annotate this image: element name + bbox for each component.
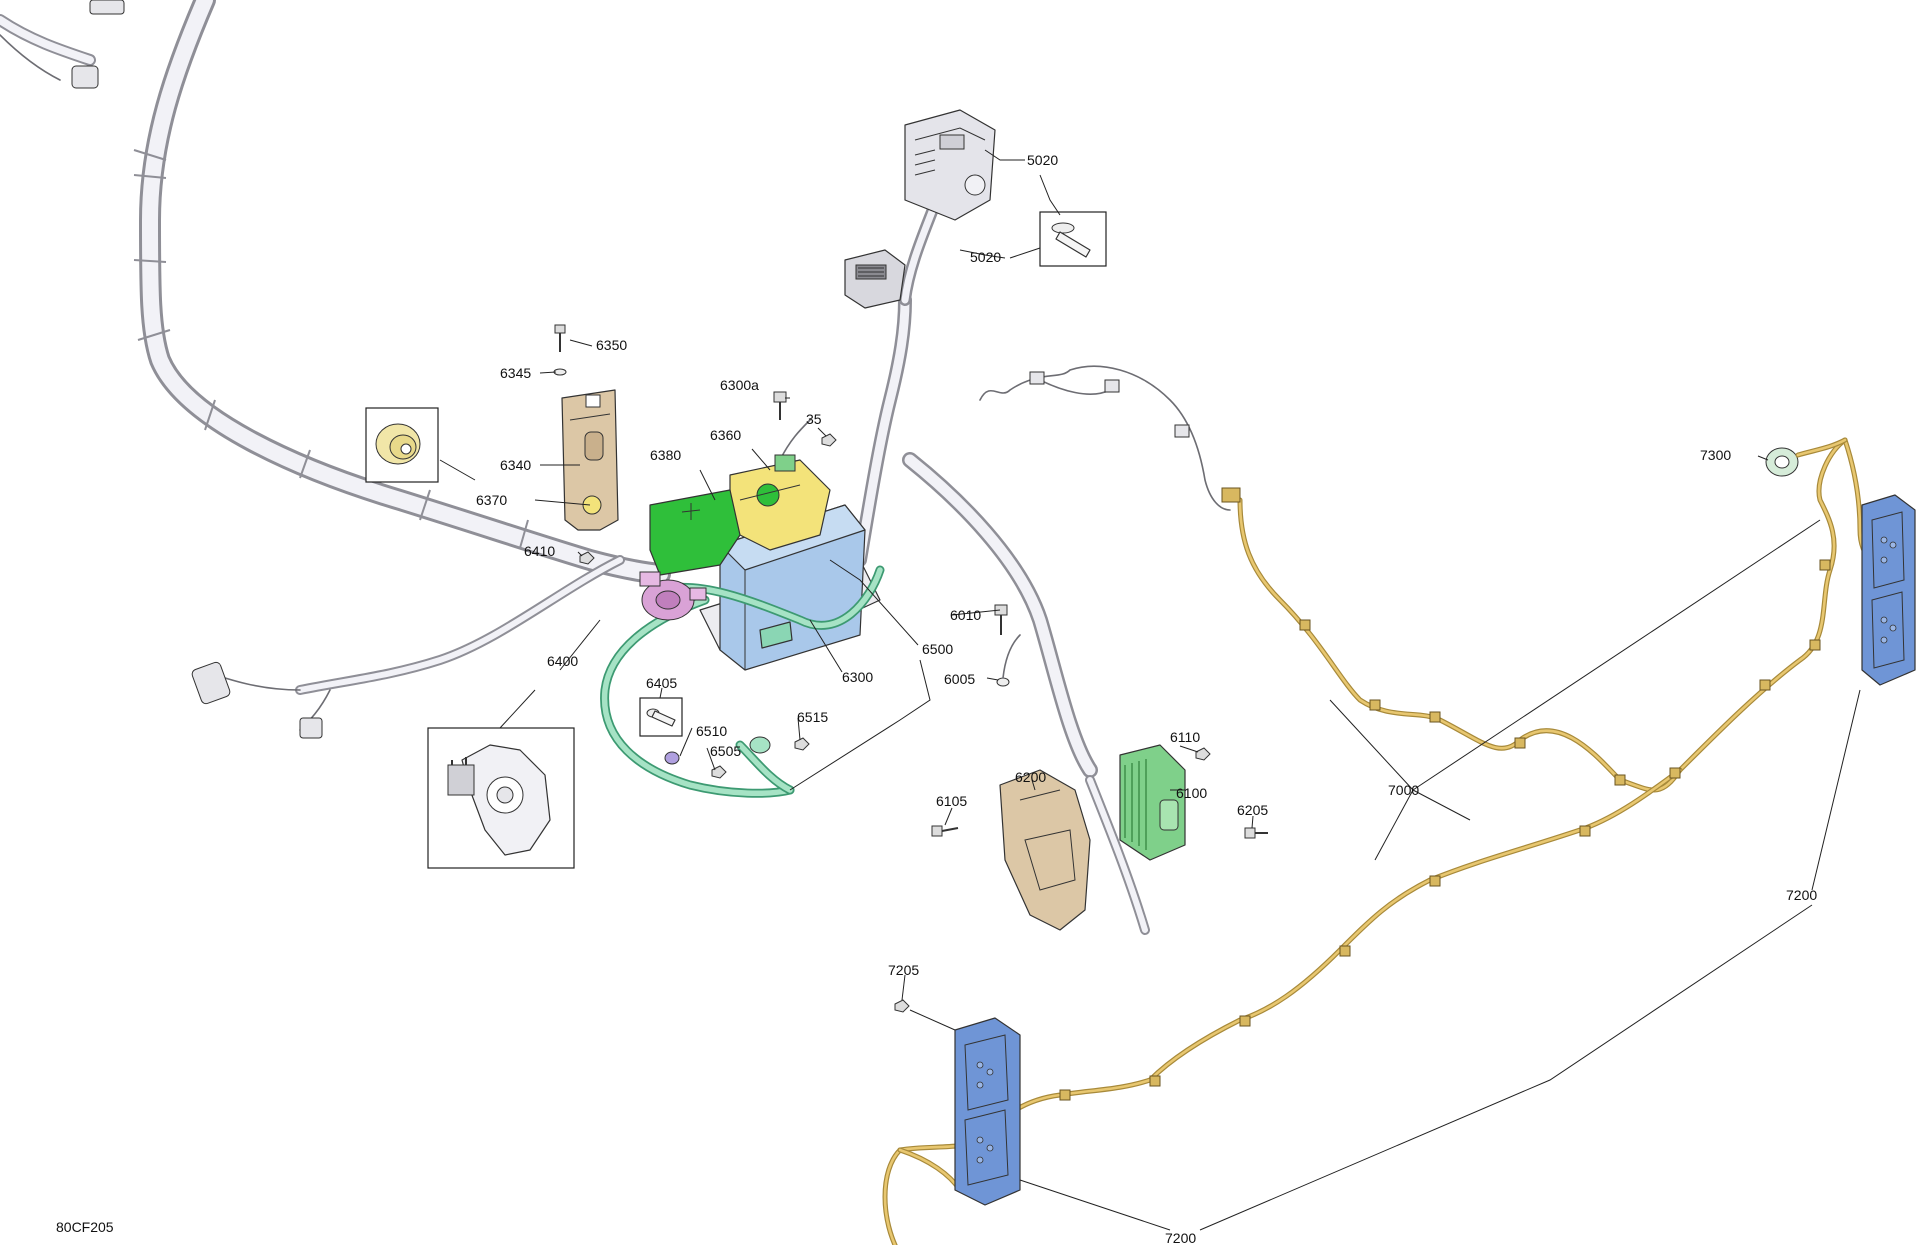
- ground-bolt-6010: [994, 604, 1008, 635]
- starter-solenoid: [639, 571, 707, 621]
- callout-6380: 6380: [650, 447, 681, 463]
- solenoid-detail-box: [427, 727, 575, 869]
- callout-35: 35: [806, 411, 822, 427]
- callout-6405: 6405: [646, 675, 677, 691]
- main-wiring-harness: [0, 0, 1231, 935]
- callout-7205: 7205: [888, 962, 919, 978]
- callout-5020-upper: 5020: [1027, 152, 1058, 168]
- diagram-code: 80CF205: [56, 1219, 114, 1235]
- callout-6340: 6340: [500, 457, 531, 473]
- hardware-6105-6110-6205: [931, 747, 1268, 839]
- callout-6205: 6205: [1237, 802, 1268, 818]
- battery-cover-negative: [729, 459, 831, 551]
- callout-6510: 6510: [696, 723, 727, 739]
- callout-6505: 6505: [710, 743, 741, 759]
- bolt-detail-box-6405: [639, 697, 683, 737]
- callout-6400: 6400: [547, 653, 578, 669]
- bolt-6300a: [773, 391, 787, 420]
- callout-7300: 7300: [1700, 447, 1731, 463]
- callout-6515: 6515: [797, 709, 828, 725]
- callout-6200: 6200: [1015, 769, 1046, 785]
- callout-7000: 7000: [1388, 782, 1419, 798]
- push-rivet-detail-box: [1039, 211, 1107, 267]
- battery-strap: [759, 621, 793, 649]
- tail-light-left-7200: [954, 1017, 1021, 1206]
- callout-6110: 6110: [1170, 729, 1200, 745]
- callout-6300a: 6300a: [720, 377, 759, 393]
- tail-light-right-7200: [1861, 494, 1916, 686]
- steering-module-lower: [844, 249, 906, 309]
- callout-6410: 6410: [524, 543, 555, 559]
- callout-7200-left: 7200: [1165, 1230, 1196, 1245]
- callout-6360: 6360: [710, 427, 741, 443]
- callout-6005: 6005: [944, 671, 975, 687]
- callout-6105: 6105: [936, 793, 967, 809]
- hardware-6510-6505-6515: [664, 736, 810, 779]
- battery-support-bracket: [561, 389, 619, 531]
- screw-6350: [554, 324, 566, 352]
- relay-module-6100: [1119, 744, 1186, 861]
- callout-labels: 5020 5020 6350 6345 6340 6370 6300a 35 6…: [56, 152, 1817, 1245]
- socket-7300: [1765, 437, 1848, 477]
- callout-6010: 6010: [950, 607, 981, 623]
- callout-6345: 6345: [500, 365, 531, 381]
- battery-cover-positive: [649, 489, 741, 576]
- grommet-detail-box: [365, 407, 439, 483]
- callout-6100: 6100: [1176, 785, 1207, 801]
- nut-6410: [579, 551, 595, 565]
- screw-7205: [894, 999, 910, 1013]
- callout-5020-lower: 5020: [970, 249, 1001, 265]
- callout-6350: 6350: [596, 337, 627, 353]
- ring-terminal-6005: [996, 634, 1021, 687]
- steering-module-upper: [904, 109, 996, 221]
- callout-6300: 6300: [842, 669, 873, 685]
- positive-cable-6500: [600, 565, 885, 798]
- callout-6500: 6500: [922, 641, 953, 657]
- callout-6370: 6370: [476, 492, 507, 508]
- relay-bracket-6200: [999, 769, 1091, 931]
- negative-terminal: [774, 454, 796, 472]
- leader-lines: [439, 149, 1861, 1231]
- nut-35: [821, 433, 837, 447]
- callout-7200-right: 7200: [1786, 887, 1817, 903]
